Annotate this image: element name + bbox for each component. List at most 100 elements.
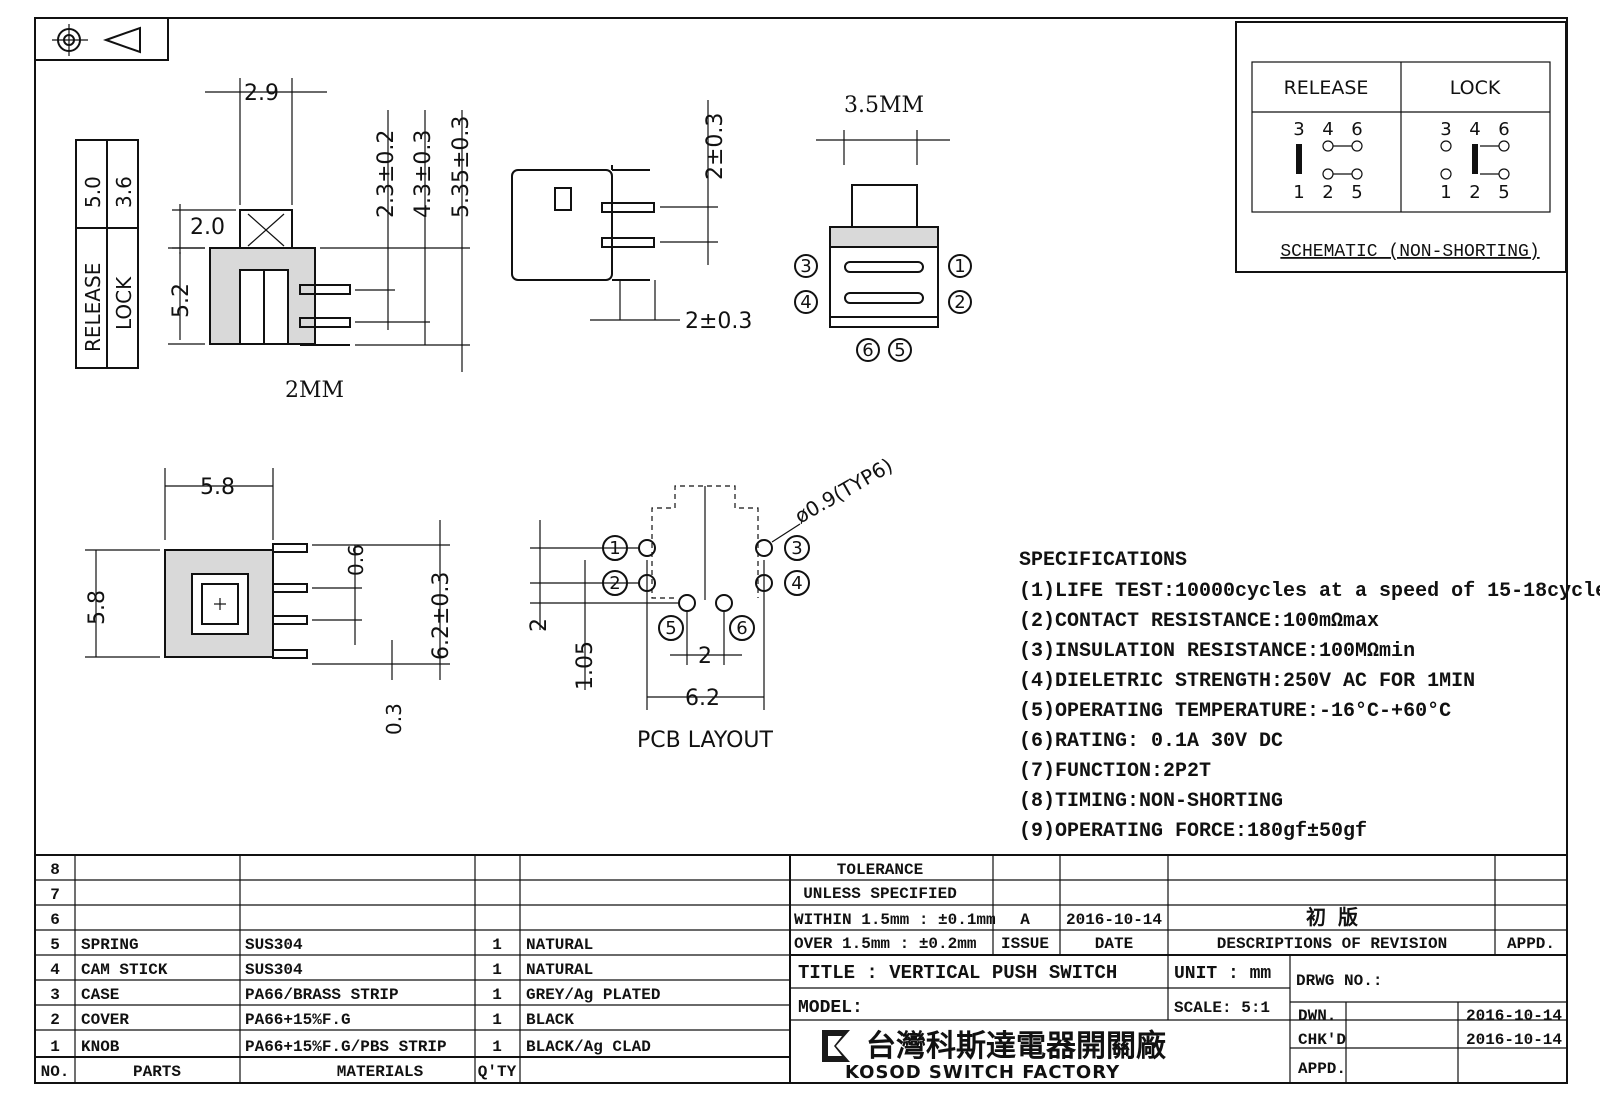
pcb-pin-3: 3 — [791, 538, 802, 559]
specifications: SPECIFICATIONS (1)LIFE TEST:10000cycles … — [1019, 549, 1600, 843]
lock-top-3: 3 — [1440, 119, 1451, 140]
bom-row-finish: NATURAL — [526, 961, 593, 979]
schematic: RELEASE LOCK 3 4 6 1 2 5 3 4 6 1 2 5 SCH… — [1235, 21, 1567, 273]
dim-b: 4.3±0.3 — [411, 130, 436, 218]
bom-row-part: SPRING — [81, 936, 139, 954]
tolerance-within: WITHIN 1.5mm : ±0.1mm — [794, 911, 996, 929]
pcb-pin-6: 6 — [736, 618, 747, 639]
bom-header-no: NO. — [41, 1063, 70, 1081]
end-dim-bottom: 2±0.3 — [685, 309, 752, 334]
side-view: 5.0 3.6 RELEASE LOCK 2.9 2.0 5.2 — [75, 78, 474, 403]
pin-4: 4 — [800, 292, 811, 313]
pcb-layout: 1 2 3 4 5 6 ø0.9(TYP6) 2 1.05 2 6.2 PCB … — [527, 453, 897, 753]
release-value: 5.0 — [81, 176, 105, 208]
bom-row-qty: 1 — [492, 936, 502, 954]
top-dim-width: 5.8 — [200, 475, 235, 500]
bom-row-number: 1 — [50, 1038, 60, 1056]
spec-item: (4)DIELETRIC STRENGTH:250V AC FOR 1MIN — [1019, 670, 1475, 693]
bom-row-part: CAM STICK — [81, 961, 168, 979]
bom-row-part: KNOB — [81, 1038, 120, 1056]
schematic-lock-header: LOCK — [1450, 77, 1501, 99]
pin-5: 5 — [894, 340, 905, 361]
bom-row-finish: BLACK/Ag CLAD — [526, 1038, 651, 1056]
end-dim-top: 2±0.3 — [703, 113, 728, 180]
bom-row-material: PA66+15%F.G — [245, 1011, 351, 1029]
drawing-number-label: DRWG NO.: — [1296, 972, 1382, 990]
bom-row-part: COVER — [81, 1011, 129, 1029]
end-view: 2±0.3 2±0.3 — [511, 100, 752, 334]
dim-height: 5.2 — [169, 283, 194, 318]
top-dim-pin: 0.6 — [344, 544, 368, 576]
pcb-hole-label: ø0.9(TYP6) — [791, 453, 897, 528]
bom-row-finish: BLACK — [526, 1011, 574, 1029]
top-dim-gap: 0.3 — [382, 703, 406, 735]
bom-row-material: SUS304 — [245, 936, 303, 954]
lock-top-6: 6 — [1498, 119, 1509, 140]
drawing-title: TITLE : VERTICAL PUSH SWITCH — [798, 962, 1117, 984]
tolerance-line-1: TOLERANCE — [837, 861, 923, 879]
bom-row-qty: 1 — [492, 961, 502, 979]
dwn-date: 2016-10-14 — [1466, 1007, 1562, 1025]
pin-3: 3 — [800, 256, 811, 277]
bom-row-number: 7 — [50, 886, 60, 904]
bom-row-material: PA66/BRASS STRIP — [245, 986, 399, 1004]
title-block: TOLERANCE UNLESS SPECIFIED WITHIN 1.5mm … — [790, 855, 1567, 1083]
rel-bot-1: 1 — [1293, 182, 1304, 203]
travel-table: 5.0 3.6 RELEASE LOCK — [75, 139, 139, 369]
spec-item: (2)CONTACT RESISTANCE:100mΩmax — [1019, 610, 1379, 633]
lock-bot-5: 5 — [1498, 182, 1509, 203]
pin-6: 6 — [862, 340, 873, 361]
release-label: RELEASE — [81, 263, 105, 352]
lock-bot-1: 1 — [1440, 182, 1451, 203]
bom-table — [35, 854, 1567, 1083]
revision-description: 初 版 — [1306, 905, 1358, 931]
bom-row-number: 4 — [50, 961, 60, 979]
rel-bot-2: 2 — [1322, 182, 1333, 203]
company-logo: 台灣科斯達電器開關廠 KOSOD SWITCH FACTORY — [822, 1029, 1166, 1083]
dim-c: 5.35±0.3 — [449, 116, 474, 218]
dim-stroke: 2.0 — [190, 215, 225, 240]
chkd-label: CHK'D — [1298, 1031, 1346, 1049]
pcb-dim-inner: 2 — [698, 644, 712, 669]
rel-top-4: 4 — [1322, 119, 1333, 140]
spec-item: (9)OPERATING FORCE:180gf±50gf — [1019, 820, 1367, 843]
pcb-title: PCB LAYOUT — [637, 728, 773, 753]
spec-item: (8)TIMING:NON-SHORTING — [1019, 790, 1283, 813]
model-label: MODEL: — [798, 998, 863, 1018]
rel-top-6: 6 — [1351, 119, 1362, 140]
issue-header: ISSUE — [1001, 935, 1049, 953]
bom-row-number: 5 — [50, 936, 60, 954]
schematic-release-header: RELEASE — [1284, 77, 1369, 99]
tolerance-line-2: UNLESS SPECIFIED — [803, 885, 957, 903]
bom-row-number: 3 — [50, 986, 60, 1004]
bom-row-qty: 1 — [492, 1038, 502, 1056]
top-dim-height: 5.8 — [85, 590, 110, 625]
spec-item: (7)FUNCTION:2P2T — [1019, 760, 1211, 783]
pcb-dim-width: 6.2 — [685, 686, 720, 711]
unit-label: UNIT : mm — [1174, 964, 1271, 984]
issue-value: A — [1020, 911, 1030, 929]
description-header: DESCRIPTIONS OF REVISION — [1217, 935, 1447, 953]
bom-header-qty: Q'TY — [478, 1063, 517, 1081]
bom-row-qty: 1 — [492, 1011, 502, 1029]
pcb-dim-vertical-b: 1.05 — [573, 641, 598, 690]
pcb-pin-5: 5 — [665, 618, 676, 639]
pcb-dim-vertical-a: 2 — [527, 618, 552, 632]
bom-row-finish: GREY/Ag PLATED — [526, 986, 660, 1004]
pin-1: 1 — [954, 256, 965, 277]
appd-header: APPD. — [1507, 935, 1555, 953]
bom-header-materials: MATERIALS — [337, 1063, 424, 1081]
actuator — [239, 209, 293, 249]
bom-row-material: PA66+15%F.G/PBS STRIP — [245, 1038, 447, 1056]
spec-heading: SPECIFICATIONS — [1019, 549, 1187, 572]
lock-label: LOCK — [112, 276, 136, 330]
bom-row-part: CASE — [81, 986, 119, 1004]
pin-2: 2 — [954, 292, 965, 313]
company-name-en: KOSOD SWITCH FACTORY — [845, 1062, 1120, 1083]
top-dim-lead: 6.2±0.3 — [429, 572, 454, 660]
date-header: DATE — [1095, 935, 1133, 953]
dwn-label: DWN. — [1298, 1007, 1336, 1025]
front-view: 3.5MM 3 4 1 2 6 5 — [794, 93, 972, 362]
spec-item: (5)OPERATING TEMPERATURE:-16°C-+60°C — [1019, 700, 1451, 723]
